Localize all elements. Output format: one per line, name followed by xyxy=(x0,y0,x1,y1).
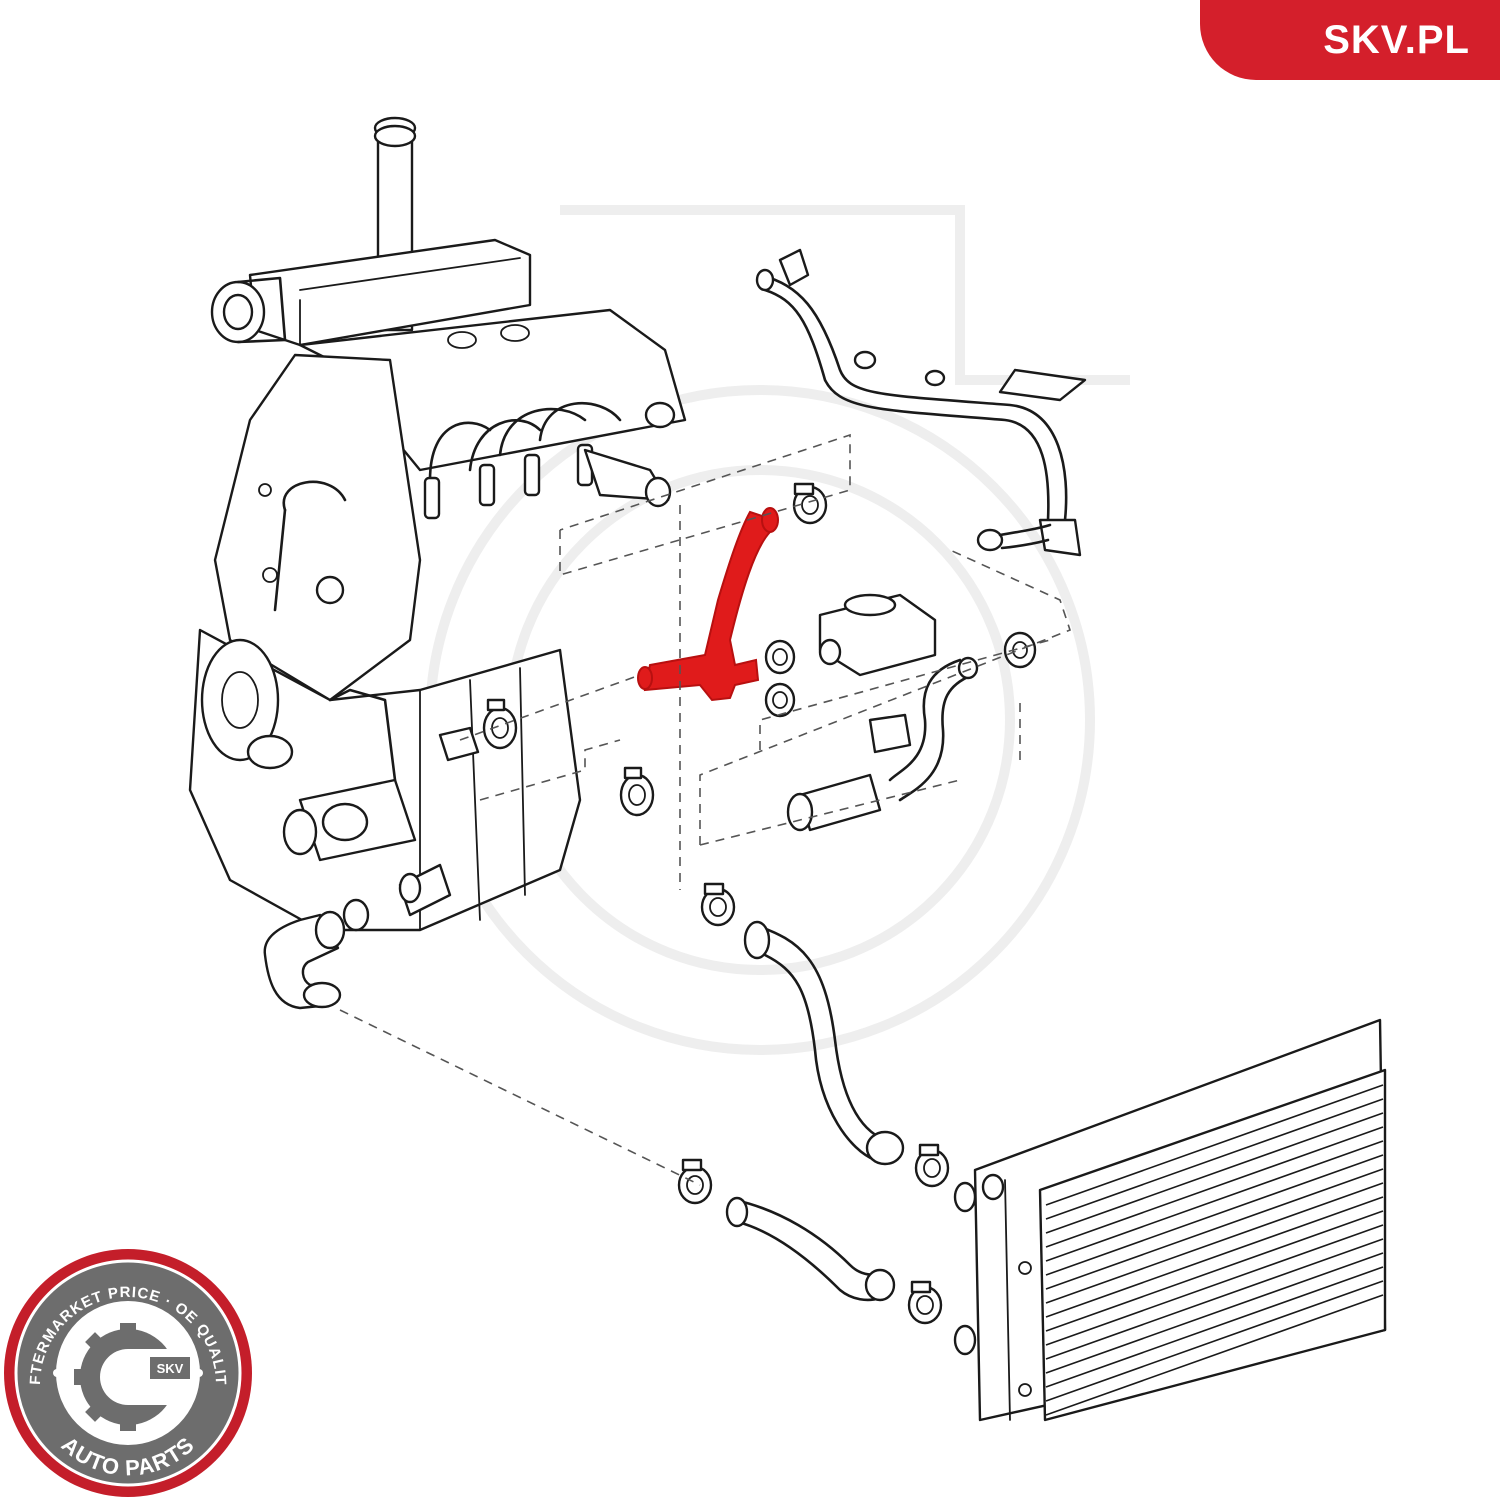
lower-radiator-hose xyxy=(743,920,905,1166)
clamp xyxy=(764,639,796,675)
radiator-fin xyxy=(1045,1266,1384,1388)
radiator-fin xyxy=(1045,1294,1384,1416)
s-hose xyxy=(786,656,979,832)
brand-tab[interactable]: SKV.PL xyxy=(1200,0,1500,80)
radiator-fin xyxy=(1045,1224,1384,1346)
radiator xyxy=(953,1018,1387,1422)
clamp xyxy=(907,1280,943,1325)
clamp xyxy=(482,698,518,750)
clamp xyxy=(764,682,796,718)
seal-badge-text: SKV xyxy=(157,1361,184,1376)
radiator-fin xyxy=(1045,1112,1384,1234)
clamp xyxy=(700,882,736,927)
clamp xyxy=(619,766,655,817)
coolant-t-hose xyxy=(637,507,779,702)
radiator-fin xyxy=(1045,1126,1384,1248)
radiator-fin xyxy=(1045,1084,1384,1206)
radiator-fin xyxy=(1045,1098,1384,1220)
site-label: SKV.PL xyxy=(1323,17,1470,62)
radiator-fin xyxy=(1045,1154,1384,1276)
radiator-fin xyxy=(1045,1168,1384,1290)
injector-pipes xyxy=(423,401,676,520)
bypass-hose xyxy=(725,1196,896,1302)
clamp xyxy=(914,1143,950,1188)
engine-block xyxy=(188,116,687,932)
radiator-fin xyxy=(1045,1140,1384,1262)
radiator-fin xyxy=(1045,1210,1384,1332)
clamp xyxy=(1003,631,1037,669)
radiator-fin xyxy=(1045,1196,1384,1318)
brand-seal: AFTERMARKET PRICE · OE QUALITY AUTO PART… xyxy=(0,1232,255,1500)
oil-cooler xyxy=(818,593,937,677)
elbow-hose xyxy=(263,910,346,1010)
metal-coolant-pipe xyxy=(755,248,1087,557)
assembly-guide-lines xyxy=(339,433,1071,1186)
hose-clamps xyxy=(482,482,1037,1325)
radiator-fin xyxy=(1045,1238,1384,1360)
radiator-fins xyxy=(1045,1084,1384,1416)
radiator-fin xyxy=(1045,1182,1384,1304)
clamp xyxy=(677,1158,713,1205)
clamp xyxy=(792,482,828,525)
radiator-fin xyxy=(1045,1252,1384,1374)
radiator-fin xyxy=(1045,1280,1384,1402)
gear-icon xyxy=(53,1323,203,1431)
seal-graphic: AFTERMARKET PRICE · OE QUALITY AUTO PART… xyxy=(0,1232,252,1497)
